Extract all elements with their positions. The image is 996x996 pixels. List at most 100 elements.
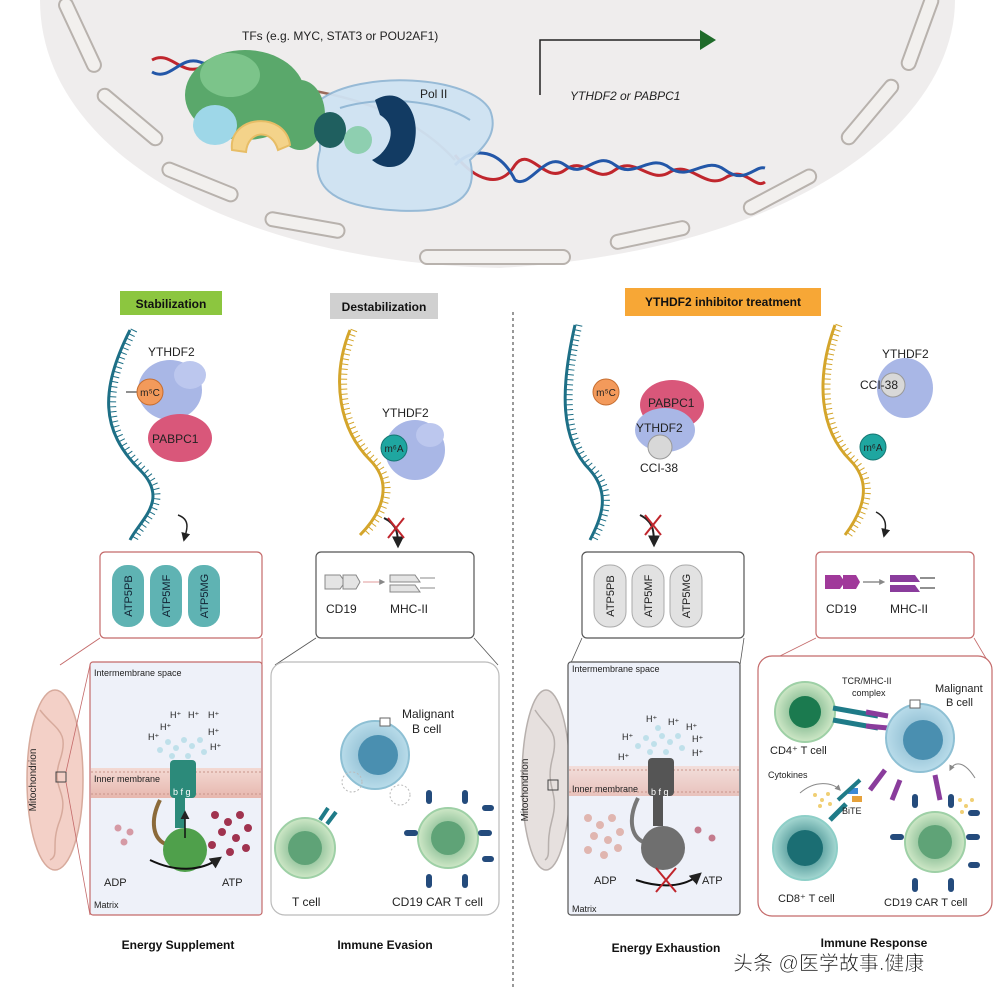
atp-molecules-right <box>694 826 716 842</box>
mhc-label-inh2: MHC-II <box>890 602 928 616</box>
bite-label: BiTE <box>842 806 862 816</box>
pabpc1-protein-stab <box>148 414 212 462</box>
malignant-label-response-1: Malignant <box>935 683 983 695</box>
atp-molecules-left <box>208 811 252 856</box>
m6a-label-destab: m⁶A <box>384 444 403 455</box>
proton-label-right-7: H⁺ <box>692 748 703 758</box>
stabilization-header: Stabilization <box>136 297 207 311</box>
proton-label-left-4: H⁺ <box>148 732 159 742</box>
rna-strand-destab <box>338 328 391 538</box>
m5c-mark-stab <box>136 378 164 406</box>
tcr-label-1: TCR/MHC-II <box>842 676 892 686</box>
cd19-label-inh2: CD19 <box>826 602 857 616</box>
mito-label-left: Mitochondrion <box>28 749 39 812</box>
ythdf2-label-inh2: YTHDF2 <box>882 347 929 361</box>
cd8-t-cell <box>772 802 848 881</box>
t-cell-label-evasion: T cell <box>292 895 320 909</box>
atp-gene-2-inh1: ATP5MF <box>643 574 655 617</box>
cd19-icon-destab <box>324 574 361 590</box>
rna-strand-inh1 <box>563 324 610 542</box>
destabilization-header: Destabilization <box>342 300 427 314</box>
blocked-arrow-destab <box>383 517 405 549</box>
arrow-inh2 <box>875 511 891 538</box>
atp-synthase-right <box>629 758 685 870</box>
car-t-cell-evasion <box>404 790 494 888</box>
rna-strand-stab <box>107 328 161 542</box>
car-t-cell-response <box>890 794 980 892</box>
footer-energy-exhaustion: Energy Exhaustion <box>612 941 721 955</box>
proton-label-left-6: H⁺ <box>208 727 219 737</box>
proton-label-right-2: H⁺ <box>668 717 679 727</box>
pol-ii-label: Pol II <box>420 87 447 101</box>
matrix-label-left: Matrix <box>94 900 119 910</box>
pabpc1-label-stab: PABPC1 <box>152 432 199 446</box>
cd4-t-cell <box>774 681 889 743</box>
proton-label-right-6: H⁺ <box>618 752 629 762</box>
atp-gene-1-stab: ATP5PB <box>123 575 135 616</box>
cd8-label: CD8⁺ T cell <box>778 893 835 905</box>
intermembrane-label-left: Intermembrane space <box>94 668 182 678</box>
destabilization-header-bg <box>330 293 438 319</box>
protons-right <box>635 725 685 755</box>
cd19-mhc-box-inh2 <box>815 551 975 639</box>
m6a-mark-destab <box>380 434 408 462</box>
adp-label-right: ADP <box>594 875 617 887</box>
atp-gene-2-stab: ATP5MF <box>161 574 173 617</box>
atp-label-right: ATP <box>702 875 723 887</box>
tf-label: TFs (e.g. MYC, STAT3 or POU2AF1) <box>242 29 438 43</box>
cd4-label: CD4⁺ T cell <box>770 745 827 757</box>
footer-immune-evasion: Immune Evasion <box>337 938 432 952</box>
m5c-label-inh1: m⁵C <box>596 388 616 399</box>
atp-gene-3-stab: ATP5MG <box>199 574 211 618</box>
proton-label-left-2: H⁺ <box>188 710 199 720</box>
cci-label-inh2: CCI-38 <box>860 378 898 392</box>
car-label-response: CD19 CAR T cell <box>884 897 967 909</box>
cci38-drug-inh1 <box>647 434 673 460</box>
ythdf2-protein-stab <box>138 360 206 420</box>
inhibitor-header: YTHDF2 inhibitor treatment <box>645 295 801 309</box>
ythdf2-label-destab: YTHDF2 <box>382 406 429 420</box>
proton-label-left-1: H⁺ <box>170 710 181 720</box>
mhc-icon-inh2 <box>890 575 935 592</box>
pabpc1-label-inh1: PABPC1 <box>648 396 695 410</box>
atp-gene-pills-stab <box>112 565 220 627</box>
atp-label-left: ATP <box>222 877 243 889</box>
car-label-evasion: CD19 CAR T cell <box>392 895 483 909</box>
m5c-label-stab: m⁵C <box>140 388 160 399</box>
cd19-mhc-box-destab <box>315 551 475 639</box>
adp-to-atp-arrow-left <box>149 856 222 870</box>
inhibitor-header-bg <box>625 288 821 316</box>
mitochondrion-icon-left <box>26 689 84 871</box>
atp-gene-1-inh1: ATP5PB <box>605 575 617 616</box>
malignant-label-response-2: B cell <box>946 697 973 709</box>
nucleus <box>40 0 955 268</box>
t-cell-evasion <box>274 806 338 879</box>
cytokines <box>799 763 976 814</box>
adp-molecules-left <box>114 824 134 846</box>
footer-immune-response: Immune Response <box>821 936 928 950</box>
atp-synthase-left <box>151 760 207 872</box>
rna-strand-inh2 <box>821 323 871 538</box>
m6a-mark-inh2 <box>859 433 887 461</box>
nuclear-envelope-segments <box>58 0 940 265</box>
cd19-icon-inh2 <box>825 575 860 589</box>
proton-label-left-7: H⁺ <box>210 742 221 752</box>
blocked-arrow-inh1 <box>639 514 662 548</box>
proton-label-right-3: H⁺ <box>686 722 697 732</box>
inner-membrane-label-right: Inner membrane <box>572 784 638 794</box>
mhc-label-destab: MHC-II <box>390 602 428 616</box>
ythdf2-label-stab: YTHDF2 <box>148 345 195 359</box>
bite-molecule <box>836 778 862 802</box>
adp-molecules-right <box>584 814 624 859</box>
tcr-label-2: complex <box>852 688 886 698</box>
proton-label-right-5: H⁺ <box>692 734 703 744</box>
atp-gene-3-inh1: ATP5MG <box>681 574 693 618</box>
transcription-factors <box>185 50 416 168</box>
atp-gene-pills-inh1 <box>593 564 703 628</box>
stabilization-header-bg <box>120 291 222 315</box>
malignant-b-cell-evasion <box>340 717 411 806</box>
gene-label: YTHDF2 or PABPC1 <box>570 89 680 103</box>
matrix-label-right: Matrix <box>572 904 597 914</box>
mhc-icon-destab <box>389 574 435 593</box>
